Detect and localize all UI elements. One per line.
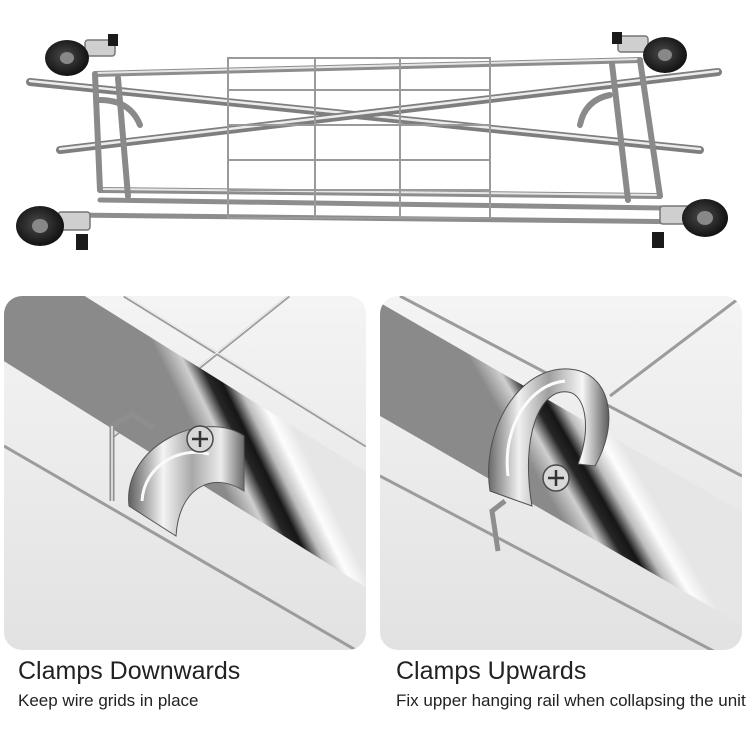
caption-subtitle: Fix upper hanging rail when collapsing t… xyxy=(396,691,746,710)
clamp-upwards-closeup-photo xyxy=(380,296,742,650)
collapsed-rack-photo xyxy=(16,32,728,250)
caption-clamps-upwards: Clamps Upwards Fix upper hanging rail wh… xyxy=(396,656,746,712)
clamp-downwards-closeup-photo xyxy=(4,296,366,650)
caption-subtitle: Keep wire grids in place xyxy=(18,691,199,710)
clamp-downwards-panel xyxy=(4,296,366,650)
caption-clamps-downwards: Clamps Downwards Keep wire grids in plac… xyxy=(18,656,368,712)
caption-title: Clamps Downwards xyxy=(18,657,241,685)
caster-wheels xyxy=(16,32,728,250)
clamp-upwards-panel xyxy=(380,296,742,650)
caption-title: Clamps Upwards xyxy=(396,657,587,685)
